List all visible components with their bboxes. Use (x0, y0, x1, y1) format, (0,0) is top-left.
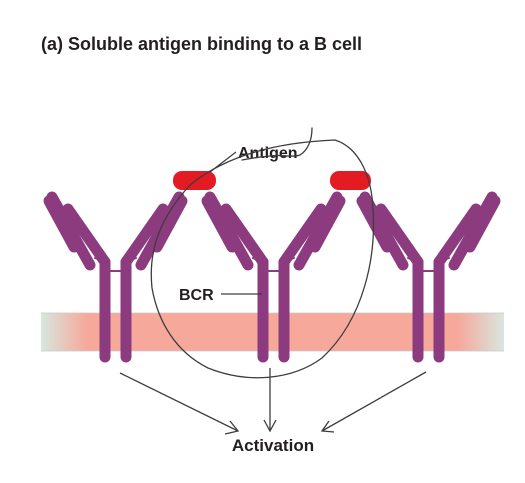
bcr-2 (201, 191, 346, 363)
antigen-1 (173, 171, 216, 190)
activation-arrows (119, 368, 427, 435)
bcr-3 (356, 191, 501, 363)
antigen-2 (330, 171, 371, 190)
figure-title: (a) Soluble antigen binding to a B cell (41, 34, 363, 54)
cell-membrane (41, 312, 504, 352)
activation-label: Activation (232, 436, 314, 455)
hand-drawn-annotation (150, 127, 375, 379)
bcr-label: BCR (179, 287, 214, 304)
